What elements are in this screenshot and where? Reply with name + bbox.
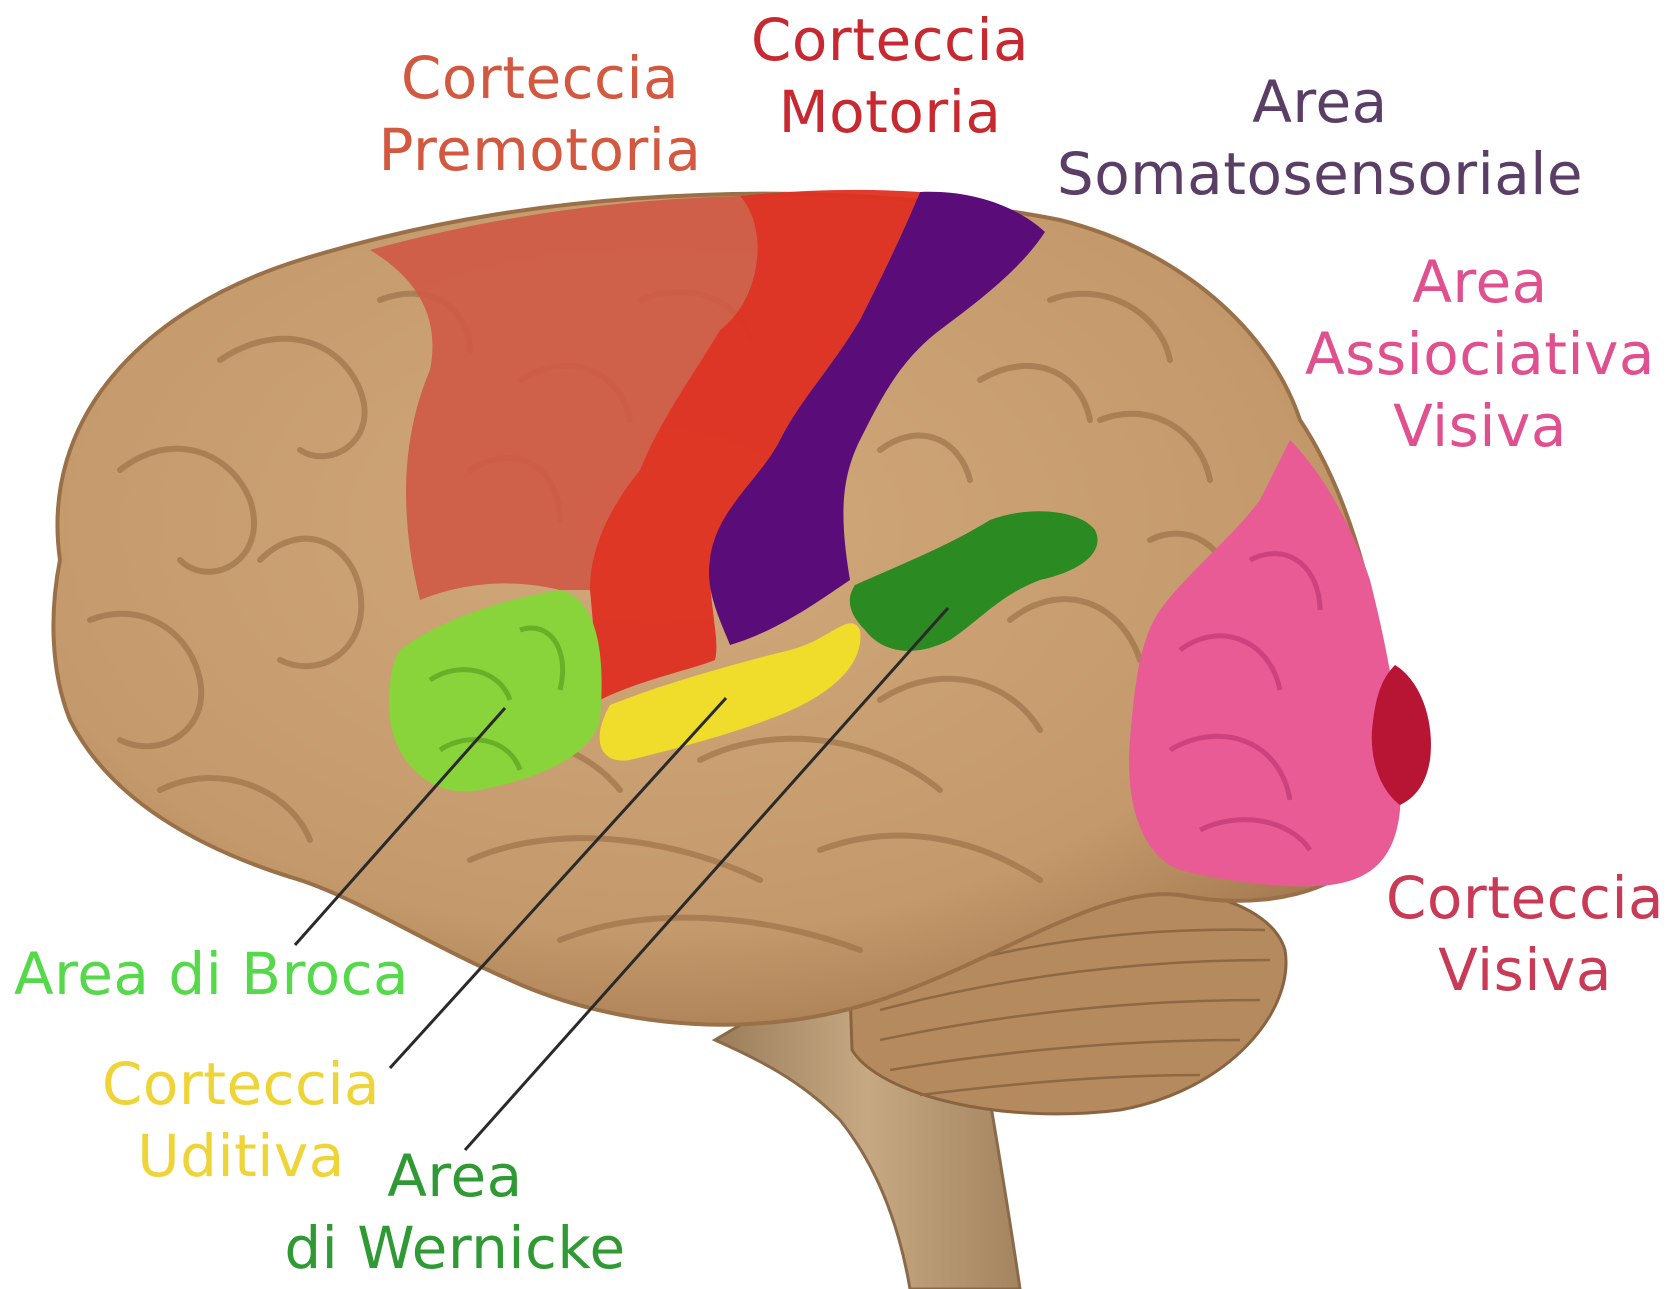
motor-line2: Motoria: [735, 76, 1045, 148]
label-motor-cortex: Corteccia Motoria: [735, 4, 1045, 148]
label-premotor-cortex: Corteccia Premotoria: [360, 42, 720, 186]
label-visual-cortex: Corteccia Visiva: [1375, 862, 1675, 1006]
somato-line1: Area: [1025, 66, 1615, 138]
label-somatosensory-area: Area Somatosensoriale: [1025, 66, 1615, 210]
label-wernicke-area: Area di Wernicke: [270, 1140, 640, 1284]
assoc-line1: Area: [1290, 246, 1670, 318]
somato-line2: Somatosensoriale: [1025, 138, 1615, 210]
visual-line2: Visiva: [1375, 934, 1675, 1006]
wernicke-line1: Area: [270, 1140, 640, 1212]
visual-line1: Corteccia: [1375, 862, 1675, 934]
wernicke-line2: di Wernicke: [270, 1212, 640, 1284]
motor-line1: Corteccia: [735, 4, 1045, 76]
assoc-line3: Visiva: [1290, 390, 1670, 462]
auditory-line1: Corteccia: [96, 1048, 386, 1120]
label-broca-area: Area di Broca: [14, 938, 409, 1010]
assoc-line2: Assiociativa: [1290, 318, 1670, 390]
label-visual-association-area: Area Assiociativa Visiva: [1290, 246, 1670, 462]
premotor-line1: Corteccia: [360, 42, 720, 114]
broca-line1: Area di Broca: [14, 938, 409, 1010]
premotor-line2: Premotoria: [360, 114, 720, 186]
